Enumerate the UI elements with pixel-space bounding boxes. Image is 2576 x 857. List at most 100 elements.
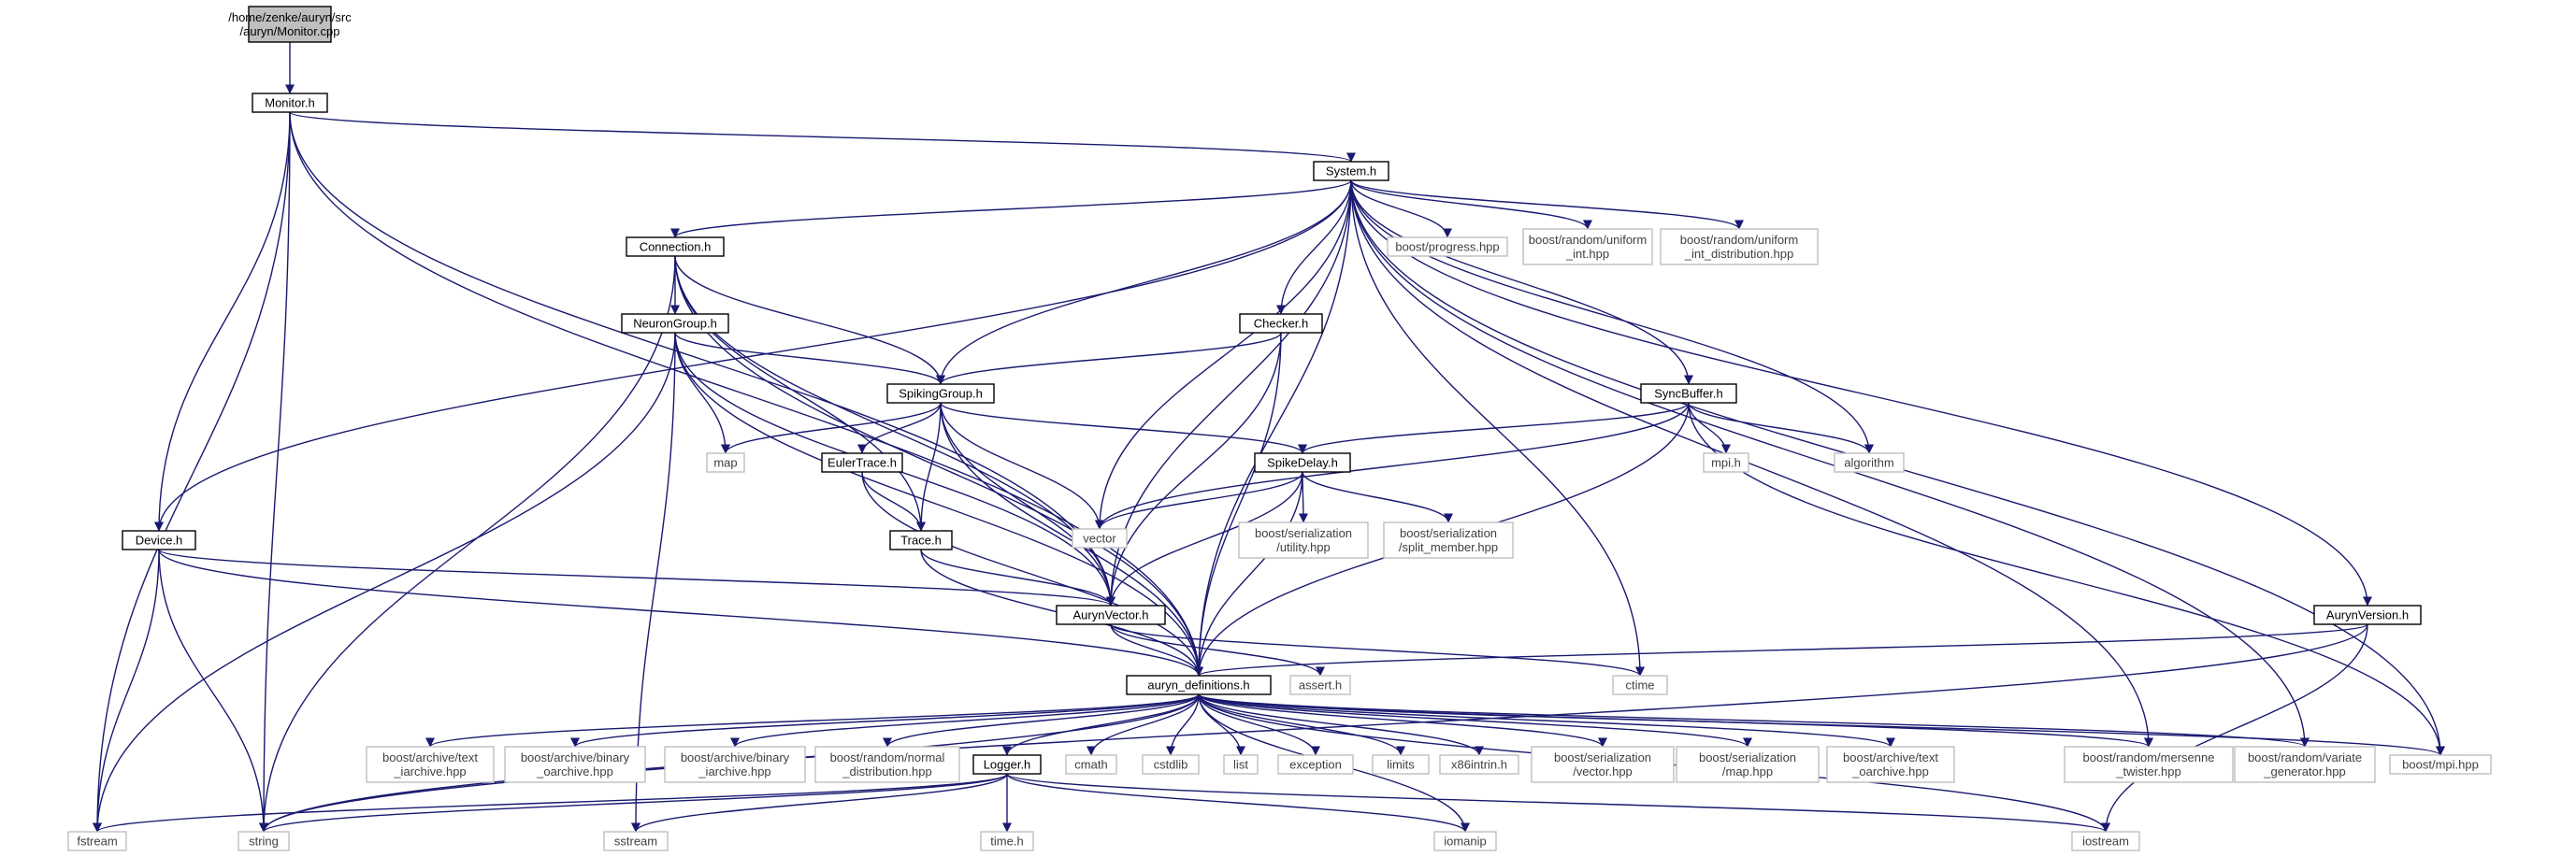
node-eulertrace[interactable]: EulerTrace.h: [821, 452, 903, 473]
node-aurynversion[interactable]: AurynVersion.h: [2313, 605, 2422, 625]
node-label: SpikeDelay.h: [1267, 456, 1338, 470]
node-label: AurynVector.h: [1073, 608, 1149, 622]
node-label: vector: [1083, 532, 1116, 546]
node-boost-ser-split[interactable]: boost/serialization/split_member.hpp: [1383, 521, 1514, 559]
node-exception[interactable]: exception: [1277, 754, 1354, 775]
node-boost-normal-dist[interactable]: boost/random/normal_distribution.hpp: [814, 746, 960, 783]
edge: [730, 693, 1200, 748]
node-boost-text-iarchive[interactable]: boost/archive/text_iarchive.hpp: [366, 746, 495, 783]
node-device[interactable]: Device.h: [122, 530, 196, 550]
node-label: boost/serialization: [1554, 750, 1651, 764]
node-label: /split_member.hpp: [1399, 540, 1498, 554]
node-system[interactable]: System.h: [1313, 161, 1389, 181]
node-aurynvector[interactable]: AurynVector.h: [1056, 605, 1166, 625]
node-cstdlib[interactable]: cstdlib: [1142, 754, 1200, 775]
edge: [1276, 179, 1352, 315]
edge-checker-to-spikinggroup: [936, 332, 1282, 385]
edge-auryn-defs-to-cstdlib: [1166, 693, 1200, 756]
node-time-h[interactable]: time.h: [980, 831, 1034, 851]
node-neurongroup[interactable]: NeuronGroup.h: [621, 313, 729, 334]
node-boost-text-oarchive[interactable]: boost/archive/text_oarchive.hpp: [1826, 746, 1955, 783]
node-cmath[interactable]: cmath: [1065, 754, 1117, 775]
node-list[interactable]: list: [1223, 754, 1259, 775]
edge-spikedelay-to-aurynvector: [1106, 471, 1303, 607]
node-syncbuffer[interactable]: SyncBuffer.h: [1640, 383, 1737, 404]
node-mpi-h[interactable]: mpi.h: [1703, 452, 1749, 473]
node-boost-progress[interactable]: boost/progress.hpp: [1387, 236, 1508, 257]
node-sstream[interactable]: sstream: [603, 831, 669, 851]
edge-device-to-aurynvector: [158, 549, 1115, 607]
node-boost-ser-utility[interactable]: boost/serialization/utility.hpp: [1238, 521, 1369, 559]
edge-eulertrace-to-trace: [861, 471, 926, 532]
edge-spikedelay-to-auryn-defs: [1194, 471, 1303, 677]
edge: [1194, 623, 2368, 677]
node-label: _oarchive.hpp: [1851, 764, 1929, 778]
node-boost-variate[interactable]: boost/random/variate_generator.hpp: [2234, 746, 2376, 783]
node-box: [1065, 754, 1117, 775]
edge: [1350, 179, 1452, 238]
node-logger[interactable]: Logger.h: [972, 754, 1042, 775]
node-assert[interactable]: assert.h: [1289, 675, 1351, 695]
edge-system-to-algorithm: [1350, 179, 1874, 454]
node-iomanip[interactable]: iomanip: [1433, 831, 1497, 851]
node-spikinggroup[interactable]: SpikingGroup.h: [886, 383, 995, 404]
node-boost-uniform-int[interactable]: boost/random/uniform_int.hpp: [1522, 228, 1653, 265]
node-boost-uniform-int-dist[interactable]: boost/random/uniform_int_distribution.hp…: [1660, 228, 1819, 265]
node-label: boost/random/variate: [2248, 750, 2362, 764]
edge-layer: [93, 42, 2445, 833]
edge: [1350, 179, 2310, 748]
node-box: [237, 831, 290, 851]
node-label: boost/serialization: [1699, 750, 1796, 764]
edge-spikedelay-to-vector: [1095, 471, 1303, 530]
edge-spikinggroup-to-trace: [916, 402, 942, 532]
node-checker[interactable]: Checker.h: [1239, 313, 1323, 334]
node-fstream[interactable]: fstream: [67, 831, 127, 851]
edge-system-to-boost-variate: [1350, 179, 2310, 748]
edge: [936, 179, 1352, 385]
node-auryn-defs[interactable]: auryn_definitions.h: [1126, 675, 1272, 695]
node-boost-ser-map[interactable]: boost/serialization/map.hpp: [1676, 746, 1820, 783]
node-limits[interactable]: limits: [1372, 754, 1430, 775]
edge-aurynversion-to-auryn-defs: [1194, 623, 2368, 677]
node-boost-binary-oarchive[interactable]: boost/archive/binary_oarchive.hpp: [504, 746, 646, 783]
node-boost-binary-iarchive[interactable]: boost/archive/binary_iarchive.hpp: [664, 746, 806, 783]
edge: [861, 471, 926, 532]
edge: [1350, 179, 1874, 454]
edge-auryn-defs-to-boost-normal-dist: [883, 693, 1200, 748]
edge: [940, 402, 1203, 677]
edge-system-to-boost-uniform-int-dist: [1350, 179, 1744, 230]
node-spikedelay[interactable]: SpikeDelay.h: [1254, 452, 1351, 473]
node-label: boost/archive/binary: [681, 750, 790, 764]
node-label: x86intrin.h: [1451, 758, 1507, 772]
node-x86intrin[interactable]: x86intrin.h: [1439, 754, 1519, 775]
node-boost-mersenne[interactable]: boost/random/mersenne_twister.hpp: [2064, 746, 2234, 783]
edge: [1298, 402, 1690, 454]
edge: [857, 402, 942, 454]
node-box: [1703, 452, 1749, 473]
node-box: [1254, 452, 1351, 473]
node-box: [1676, 746, 1820, 783]
node-algorithm[interactable]: algorithm: [1834, 452, 1905, 473]
node-label: time.h: [990, 835, 1023, 849]
node-boost-ser-vector[interactable]: boost/serialization/vector.hpp: [1531, 746, 1675, 783]
node-map[interactable]: map: [706, 452, 745, 473]
node-vector[interactable]: vector: [1072, 528, 1128, 549]
node-connection[interactable]: Connection.h: [626, 236, 725, 257]
node-ctime[interactable]: ctime: [1612, 675, 1668, 695]
node-boost-mpi[interactable]: boost/mpi.hpp: [2389, 754, 2492, 775]
node-root[interactable]: /home/zenke/auryn/src/auryn/Monitor.cpp: [228, 6, 352, 43]
node-trace[interactable]: Trace.h: [889, 530, 953, 550]
node-iostream[interactable]: iostream: [2071, 831, 2140, 851]
node-string[interactable]: string: [237, 831, 290, 851]
edge: [674, 332, 945, 385]
node-box: [248, 6, 332, 43]
edge-auryn-defs-to-boost-binary-oarchive: [570, 693, 1200, 748]
node-box: [1126, 675, 1272, 695]
node-monitor[interactable]: Monitor.h: [252, 93, 328, 113]
edge-monitor-to-fstream: [93, 111, 291, 833]
node-label: Checker.h: [1254, 317, 1309, 331]
node-box: [252, 93, 328, 113]
node-box: [122, 530, 196, 550]
node-box: [1522, 228, 1653, 265]
